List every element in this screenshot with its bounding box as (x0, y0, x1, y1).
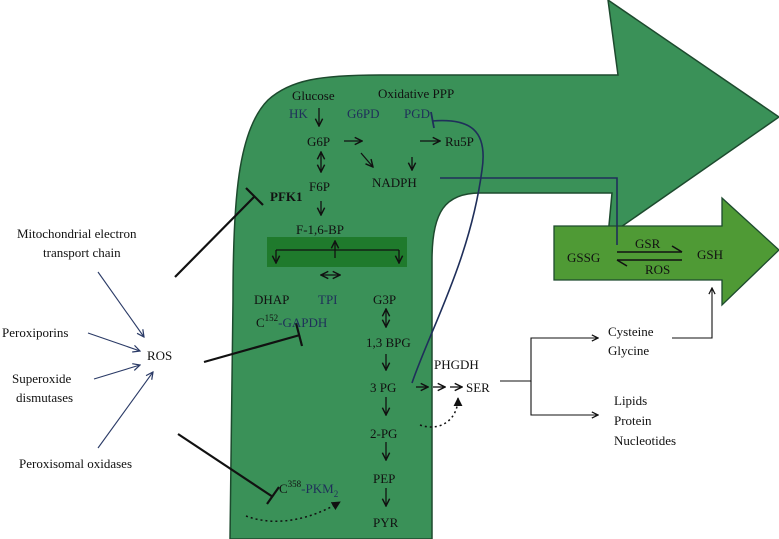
pg3-label: 3 PG (370, 380, 396, 395)
gssg-label: GSSG (567, 250, 600, 265)
nucleotides-label: Nucleotides (614, 433, 676, 448)
glycolysis-arrows (276, 152, 399, 506)
serine-arrows (416, 288, 712, 428)
ros-inhibition-lines (174, 187, 304, 505)
glycine-label: Glycine (608, 343, 649, 358)
redox-ros-label: ROS (645, 262, 670, 277)
bpg13-label: 1,3 BPG (366, 335, 411, 350)
g6pd-label: G6PD (347, 106, 380, 121)
pgd-label: PGD (404, 106, 430, 121)
ru5p-label: Ru5P (445, 134, 474, 149)
pep-label: PEP (373, 471, 395, 486)
pyr-label: PYR (373, 515, 399, 530)
g3p-label: G3P (373, 292, 396, 307)
pgd-inhibition-curve (411, 119, 484, 384)
lipids-label: Lipids (614, 393, 647, 408)
glucose-label: Glucose (292, 88, 335, 103)
nadph-label: NADPH (372, 175, 417, 190)
g6p-label: G6P (307, 134, 330, 149)
phgdh-label: PHGDH (434, 357, 479, 372)
source-mito-line1: Mitochondrial electron (17, 226, 137, 241)
pg2-label: 2-PG (370, 426, 397, 441)
ros-source-arrows (87, 271, 153, 449)
pgd-inhibition-bar (430, 111, 435, 129)
pfk1-label: PFK1 (270, 189, 303, 204)
gapdh-label: C152-GAPDH (256, 313, 327, 330)
ser-label: SER (466, 380, 490, 395)
gsh-cycle-arrows (616, 245, 683, 267)
pathway-arrow (229, 0, 779, 539)
source-peroxiporins: Peroxiporins (2, 325, 68, 340)
dhap-label: DHAP (254, 292, 289, 307)
source-sod-line1: Superoxide (12, 371, 71, 386)
gsh-label: GSH (697, 247, 723, 262)
source-mito-line2: transport chain (43, 245, 121, 260)
tpi-label: TPI (318, 292, 338, 307)
oxidative-ppp-label: Oxidative PPP (378, 86, 454, 101)
cysteine-label: Cysteine (608, 324, 654, 339)
ppp-arrows (319, 108, 440, 170)
source-sod-line2: dismutases (16, 390, 73, 405)
ros-label: ROS (147, 348, 172, 363)
f6p-label: F6P (309, 179, 330, 194)
f16bp-label: F-1,6-BP (296, 222, 344, 237)
aldolase-band (267, 237, 407, 267)
hk-label: HK (289, 106, 308, 121)
nadph-link (440, 177, 618, 245)
pkm-label: C358-PKM2 (279, 479, 338, 499)
gsr-label: GSR (635, 236, 661, 251)
source-peroxisomal: Peroxisomal oxidases (19, 456, 132, 471)
protein-label: Protein (614, 413, 652, 428)
